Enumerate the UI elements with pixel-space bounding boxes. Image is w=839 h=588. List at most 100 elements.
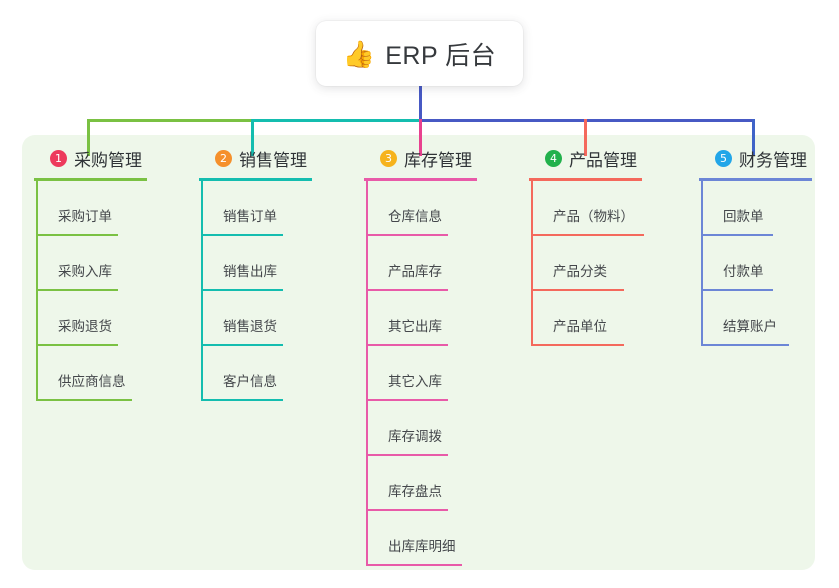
column-2: 2 销售管理销售订单销售出库销售退货客户信息 [199, 146, 359, 401]
column-badge-icon: 2 [215, 149, 232, 167]
tree-item-label: 其它入库 [388, 374, 442, 389]
tree-item-label: 仓库信息 [388, 209, 442, 224]
column-badge-icon: 4 [545, 149, 562, 167]
tree-item-rule [701, 344, 789, 346]
tree-item[interactable]: 销售退货 [199, 291, 359, 346]
tree-item-rule [531, 344, 624, 346]
tree-item-label: 采购订单 [58, 209, 112, 224]
tree-item-rule [366, 509, 448, 511]
column-header-rule [699, 178, 812, 181]
column-items: 产品（物料） 产品分类产品单位 [529, 181, 709, 346]
root-node-card[interactable]: 👍 ERP 后台 [316, 21, 523, 86]
tree-item-label: 产品（物料） [553, 209, 634, 224]
tree-item[interactable]: 产品分类 [529, 236, 709, 291]
tree-item-label: 产品单位 [553, 319, 607, 334]
tree-item-label: 采购入库 [58, 264, 112, 279]
tree-item-label: 库存盘点 [388, 484, 442, 499]
column-3: 3 库存管理仓库信息产品库存其它出库其它入库库存调拨库存盘点出库库明细 [364, 146, 534, 566]
column-header-rule [34, 178, 147, 181]
column-header-rule [199, 178, 312, 181]
tree-item-rule [531, 289, 624, 291]
column-badge-icon: 1 [50, 149, 67, 167]
tree-item-rule [366, 564, 462, 566]
column-header-5[interactable]: 5 财务管理 [699, 146, 839, 170]
column-badge-icon: 3 [380, 149, 397, 167]
tree-item[interactable]: 产品单位 [529, 291, 709, 346]
column-title: 库存管理 [404, 150, 472, 170]
tree-item[interactable]: 采购入库 [34, 236, 194, 291]
tree-item[interactable]: 库存盘点 [364, 456, 534, 511]
tree-item-rule [701, 234, 773, 236]
column-items: 采购订单采购入库采购退货供应商信息 [34, 181, 194, 401]
tree-item-label: 采购退货 [58, 319, 112, 334]
column-spine [366, 181, 368, 566]
tree-item-rule [36, 289, 118, 291]
tree-item-rule [201, 399, 283, 401]
column-header-3[interactable]: 3 库存管理 [364, 146, 534, 170]
column-header-4[interactable]: 4 产品管理 [529, 146, 709, 170]
tree-item-label: 客户信息 [223, 374, 277, 389]
column-1: 1 采购管理采购订单采购入库采购退货供应商信息 [34, 146, 194, 401]
tree-item-label: 销售出库 [223, 264, 277, 279]
tree-item[interactable]: 其它入库 [364, 346, 534, 401]
column-header-2[interactable]: 2 销售管理 [199, 146, 359, 170]
tree-item-rule [201, 344, 283, 346]
tree-item-rule [366, 344, 448, 346]
bus-segment-indigo [419, 119, 755, 122]
tree-item[interactable]: 仓库信息 [364, 181, 534, 236]
column-spine [201, 181, 203, 401]
tree-item-label: 付款单 [723, 264, 764, 279]
column-items: 回款单付款单结算账户 [699, 181, 839, 346]
tree-item-rule [201, 289, 283, 291]
column-spine [701, 181, 703, 346]
column-items: 销售订单销售出库销售退货客户信息 [199, 181, 359, 401]
tree-item-rule [366, 454, 448, 456]
tree-item[interactable]: 客户信息 [199, 346, 359, 401]
tree-item-label: 其它出库 [388, 319, 442, 334]
thumbs-up-icon: 👍 [342, 38, 376, 69]
tree-item-label: 结算账户 [723, 319, 777, 334]
column-title: 销售管理 [239, 150, 307, 170]
tree-item[interactable]: 付款单 [699, 236, 839, 291]
tree-item-label: 产品库存 [388, 264, 442, 279]
tree-item-label: 库存调拨 [388, 429, 442, 444]
root-node-title: ERP 后台 [385, 41, 497, 70]
column-title: 产品管理 [569, 150, 637, 170]
tree-item-label: 供应商信息 [58, 374, 126, 389]
tree-item-label: 出库库明细 [388, 539, 456, 554]
tree-item-label: 回款单 [723, 209, 764, 224]
tree-item-label: 销售退货 [223, 319, 277, 334]
tree-item[interactable]: 供应商信息 [34, 346, 194, 401]
column-items: 仓库信息产品库存其它出库其它入库库存调拨库存盘点出库库明细 [364, 181, 534, 566]
tree-item-rule [36, 399, 132, 401]
column-title: 财务管理 [739, 150, 807, 170]
column-spine [531, 181, 533, 346]
column-title: 采购管理 [74, 150, 142, 170]
tree-item-rule [36, 234, 118, 236]
tree-item[interactable]: 采购订单 [34, 181, 194, 236]
bus-segment-teal [251, 119, 421, 122]
tree-item[interactable]: 销售出库 [199, 236, 359, 291]
tree-item[interactable]: 销售订单 [199, 181, 359, 236]
column-4: 4 产品管理产品（物料） 产品分类产品单位 [529, 146, 709, 346]
column-spine [36, 181, 38, 401]
drop-stem-4 [584, 119, 587, 156]
drop-stem-2 [251, 119, 254, 156]
drop-stem-3 [419, 119, 422, 156]
tree-item[interactable]: 采购退货 [34, 291, 194, 346]
tree-item-rule [531, 234, 644, 236]
tree-item[interactable]: 结算账户 [699, 291, 839, 346]
tree-item-rule [201, 234, 283, 236]
tree-item[interactable]: 产品库存 [364, 236, 534, 291]
column-header-1[interactable]: 1 采购管理 [34, 146, 194, 170]
tree-item-rule [366, 399, 448, 401]
tree-item[interactable]: 库存调拨 [364, 401, 534, 456]
column-badge-icon: 5 [715, 149, 732, 167]
tree-item[interactable]: 其它出库 [364, 291, 534, 346]
tree-item[interactable]: 产品（物料） [529, 181, 709, 236]
column-header-rule [364, 178, 477, 181]
tree-item-label: 产品分类 [553, 264, 607, 279]
tree-item[interactable]: 出库库明细 [364, 511, 534, 566]
drop-stem-1 [87, 119, 90, 156]
tree-item[interactable]: 回款单 [699, 181, 839, 236]
